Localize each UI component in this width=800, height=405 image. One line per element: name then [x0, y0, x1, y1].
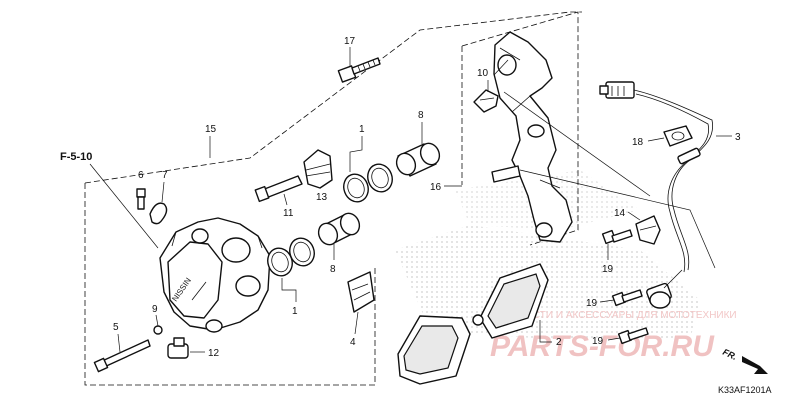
part-17-bolt	[337, 57, 381, 83]
callout-19-b: 19	[586, 298, 598, 309]
callout-8-upper: 8	[418, 110, 424, 121]
boundary-left	[84, 183, 376, 386]
callout-18: 18	[632, 137, 644, 148]
part-19-bolt-b	[611, 289, 643, 307]
callout-12: 12	[208, 348, 220, 359]
part-9-washer	[153, 325, 163, 335]
part-13-boot	[303, 149, 333, 189]
callout-11: 11	[283, 208, 294, 219]
part-5-pad-pin	[93, 339, 151, 373]
callout-19-c: 19	[592, 336, 604, 347]
reference-leader	[89, 163, 159, 249]
callout-16: 16	[430, 182, 442, 193]
part-12-plug	[167, 337, 189, 359]
part-2-brake-pads	[397, 263, 549, 385]
callout-13: 13	[316, 192, 328, 203]
callout-10: 10	[477, 68, 489, 79]
part-1-seals-upper	[343, 163, 393, 203]
part-18-clamp	[663, 125, 693, 147]
callout-1-upper: 1	[359, 124, 365, 135]
arrow-icon	[742, 356, 768, 374]
callout-15: 15	[205, 124, 217, 135]
part-11-pin	[254, 175, 303, 203]
callout-19-a: 19	[602, 264, 614, 275]
part-14-clip	[635, 215, 661, 245]
callout-5: 5	[113, 322, 119, 333]
part-8-piston-lower	[317, 212, 361, 246]
part-8-piston-upper	[395, 142, 441, 177]
diagram-code: K33AF1201A	[718, 385, 772, 395]
callout-17: 17	[344, 36, 356, 47]
part-3-speed-sensor	[599, 81, 714, 309]
part-1-seals-lower	[267, 237, 315, 277]
callout-9: 9	[152, 304, 158, 315]
part-19-bolt-c	[617, 327, 649, 345]
callout-1-lower: 1	[292, 306, 298, 317]
callout-8-lower: 8	[330, 264, 336, 275]
part-19-bolt-a	[601, 229, 633, 245]
callout-2: 2	[556, 337, 562, 348]
callout-14: 14	[614, 208, 626, 219]
part-6-bleeder	[136, 188, 146, 210]
boundary-top	[84, 11, 582, 184]
callout-6: 6	[138, 170, 144, 181]
reference-label: F-5-10	[60, 151, 92, 163]
callout-3: 3	[735, 132, 741, 143]
callout-4: 4	[350, 337, 356, 348]
part-16-bracket	[491, 31, 573, 243]
watermark-line1: ЗАПЧАСТИ И АКСЕССУАРЫ ДЛЯ МОТОТЕХНИКИ	[500, 310, 737, 321]
caliper-body: NISSIN	[159, 217, 271, 333]
watermark-line2: PARTS-FOR.RU	[490, 330, 715, 363]
part-10-clip	[473, 89, 499, 113]
part-7-bleeder-cap	[149, 202, 168, 225]
part-4-pad-spring	[347, 271, 375, 313]
callout-7: 7	[162, 170, 168, 181]
front-direction-arrow: FR.	[721, 347, 768, 374]
svg-text:FR.: FR.	[721, 347, 738, 362]
